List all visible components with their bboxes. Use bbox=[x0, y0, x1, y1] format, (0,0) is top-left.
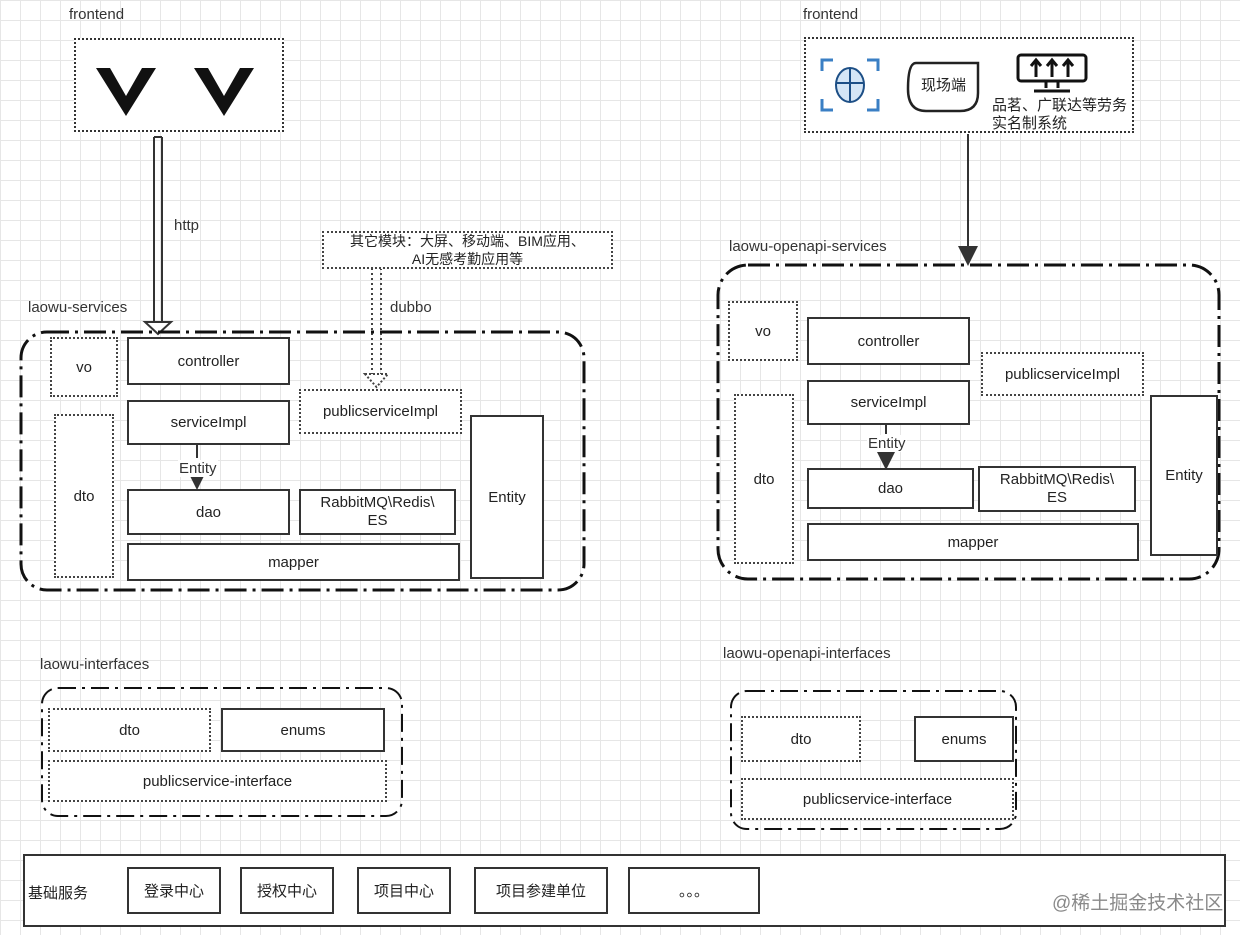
base-item-more: 。。。 bbox=[628, 867, 760, 914]
left-mapper-box: mapper bbox=[127, 543, 460, 581]
left-mq-box: RabbitMQ\Redis\ ES bbox=[299, 489, 456, 535]
left-entity-box: Entity bbox=[470, 415, 544, 579]
base-item-project-center: 项目中心 bbox=[357, 867, 451, 914]
base-item-login-center: 登录中心 bbox=[127, 867, 221, 914]
left-controller-box: controller bbox=[127, 337, 290, 385]
left-interfaces-enums-box: enums bbox=[221, 708, 385, 752]
left-publicservice-interface-box: publicservice-interface bbox=[48, 760, 387, 802]
other-modules-box: 其它模块：大屏、移动端、BIM应用、 AI无感考勤应用等 bbox=[322, 231, 613, 269]
dubbo-arrow bbox=[362, 268, 391, 389]
right-mq-line-1: RabbitMQ\Redis\ bbox=[999, 471, 1115, 488]
right-dao-box: dao bbox=[807, 468, 974, 509]
right-mq-box: RabbitMQ\Redis\ ES bbox=[978, 466, 1136, 512]
left-dto-box: dto bbox=[54, 414, 114, 578]
left-frontend-frame bbox=[74, 38, 284, 132]
scene-terminal-label: 现场端 bbox=[921, 77, 967, 94]
base-services-frame bbox=[23, 854, 1226, 927]
watermark: @稀土掘金技术社区 bbox=[1052, 893, 1224, 914]
base-item-project-units: 项目参建单位 bbox=[474, 867, 608, 914]
vue-logo-icon bbox=[96, 68, 156, 116]
left-entity-arrow-label: Entity bbox=[178, 460, 218, 477]
http-arrow bbox=[142, 136, 174, 336]
left-mq-line-1: RabbitMQ\Redis\ bbox=[320, 494, 435, 511]
right-mq-line-2: ES bbox=[1046, 489, 1067, 506]
face-recognition-icon bbox=[820, 58, 880, 112]
other-modules-line-2: AI无感考勤应用等 bbox=[411, 251, 524, 267]
dubbo-label: dubbo bbox=[390, 299, 432, 316]
right-frontend-label: frontend bbox=[803, 6, 859, 23]
left-mq-line-2: ES bbox=[367, 512, 388, 529]
right-mapper-box: mapper bbox=[807, 523, 1139, 561]
right-interfaces-enums-box: enums bbox=[914, 716, 1014, 762]
system-label-line-1: 品茗、广联达等劳务 bbox=[992, 97, 1128, 114]
base-item-auth-center: 授权中心 bbox=[240, 867, 334, 914]
right-serviceimpl-box: serviceImpl bbox=[807, 380, 970, 425]
right-interfaces-dto-box: dto bbox=[741, 716, 861, 762]
left-vo-box: vo bbox=[50, 337, 118, 397]
left-interfaces-label: laowu-interfaces bbox=[40, 656, 150, 673]
right-frontend-frame: 现场端 品茗、广联达等劳务 实名制系统 bbox=[804, 37, 1134, 133]
left-services-label: laowu-services bbox=[28, 299, 128, 316]
right-vo-box: vo bbox=[728, 301, 798, 361]
right-dto-box: dto bbox=[734, 394, 794, 564]
right-publicserviceimpl-box: publicserviceImpl bbox=[981, 352, 1144, 396]
right-publicservice-interface-box: publicservice-interface bbox=[741, 778, 1014, 820]
right-entity-box: Entity bbox=[1150, 395, 1218, 556]
left-frontend-label: frontend bbox=[69, 6, 125, 23]
left-publicserviceimpl-box: publicserviceImpl bbox=[299, 389, 462, 434]
scene-terminal-icon bbox=[906, 61, 980, 113]
right-entity-arrow-label: Entity bbox=[867, 435, 907, 452]
right-controller-box: controller bbox=[807, 317, 970, 365]
right-interfaces-label: laowu-openapi-interfaces bbox=[723, 645, 891, 662]
vue-logo-icon-2 bbox=[194, 68, 254, 116]
left-serviceimpl-box: serviceImpl bbox=[127, 400, 290, 445]
http-label: http bbox=[174, 217, 200, 234]
left-interfaces-dto-box: dto bbox=[48, 708, 211, 752]
right-services-label: laowu-openapi-services bbox=[729, 238, 887, 255]
monitor-icon bbox=[1016, 53, 1088, 93]
system-label-line-2: 实名制系统 bbox=[992, 115, 1068, 132]
other-modules-line-1: 其它模块：大屏、移动端、BIM应用、 bbox=[350, 233, 585, 249]
left-dao-box: dao bbox=[127, 489, 290, 535]
base-services-label: 基础服务 bbox=[28, 885, 89, 902]
